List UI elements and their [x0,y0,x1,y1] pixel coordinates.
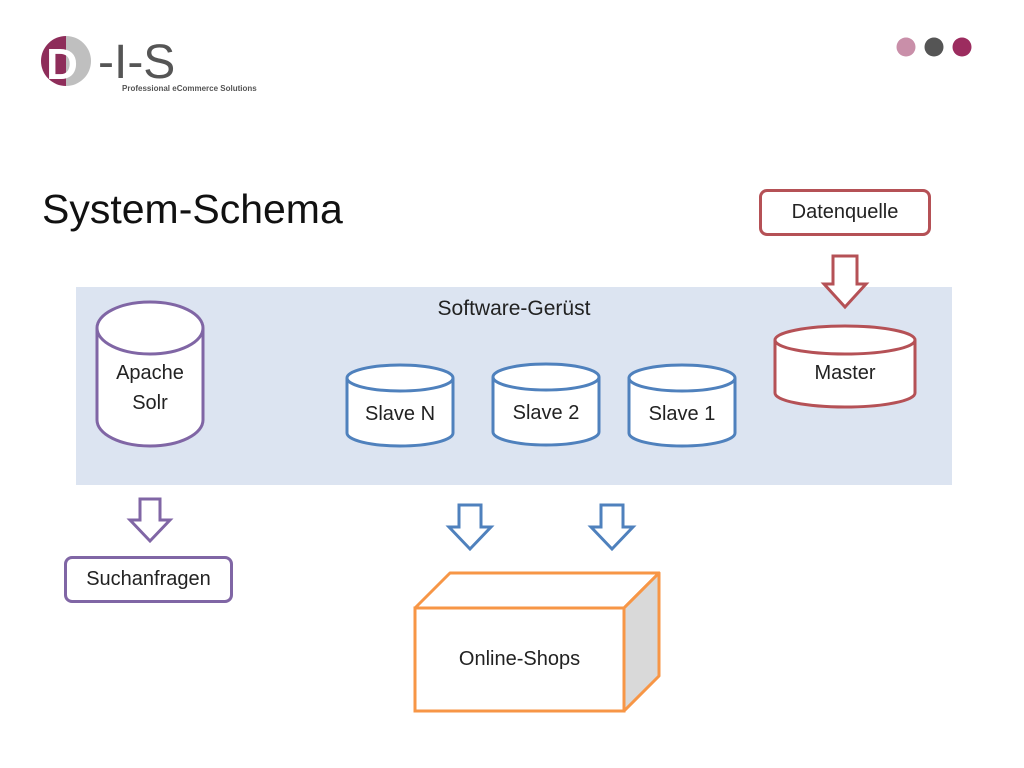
logo-letter-d: D [46,40,78,89]
master-label: Master [814,362,876,384]
header-dots [896,37,972,57]
slide-title: System-Schema [42,186,343,232]
header-dot [952,37,972,57]
dis-logo: D -I-S [41,36,175,89]
slave-n-label: Slave N [364,403,436,425]
logo-tagline: Professional eCommerce Solutions [122,84,257,93]
slave-n-cylinder [345,363,455,448]
header-dot [924,37,944,57]
logo-wordmark: -I-S [98,36,175,89]
datasource-box: Datenquelle [759,189,931,236]
apache-solr-label-line1: Apache [116,362,184,384]
master-cylinder [773,324,917,409]
online-shops-box [413,571,661,713]
slave-2-label: Slave 2 [512,402,580,424]
arrow-slaves-to-shops [445,503,495,552]
online-shops-label: Online-Shops [458,648,581,670]
slave-1-label: Slave 1 [648,403,716,425]
search-queries-box: Suchanfragen [64,556,233,603]
arrow-datasource-to-master [820,254,870,310]
software-framework-label: Software-Gerüst [437,297,591,320]
apache-solr-label: Apache Solr [97,358,203,418]
arrow-slaves-to-shops [587,503,637,552]
arrow-solr-to-search [126,497,174,544]
apache-solr-cylinder [95,300,205,448]
apache-solr-label-line2: Solr [132,392,168,414]
header-dot [896,37,916,57]
slave-1-cylinder [627,363,737,448]
slave-2-cylinder [491,362,601,447]
